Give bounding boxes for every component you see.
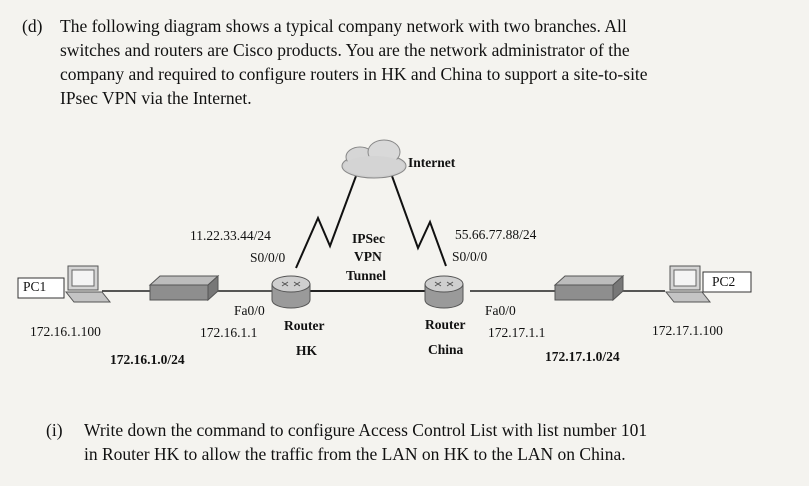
question-d-line-4: IPsec VPN via the Internet.	[60, 88, 252, 108]
tunnel-label-1: IPSec	[352, 231, 385, 246]
hk-fa-port: Fa0/0	[234, 303, 265, 318]
question-i-line-2: in Router HK to allow the traffic from t…	[84, 444, 626, 464]
tunnel-label-2: VPN	[354, 249, 382, 264]
question-d-number: (d)	[22, 16, 43, 36]
pc1-label: PC1	[23, 279, 47, 294]
switch-china-icon	[553, 274, 625, 302]
pc2-ip: 172.17.1.100	[652, 323, 723, 338]
pc2-label-box	[702, 271, 752, 293]
internet-cloud-icon	[341, 139, 407, 179]
pc2-icon	[664, 265, 712, 303]
hk-gateway-ip: 172.16.1.1	[200, 325, 258, 340]
question-i-number: (i)	[46, 420, 63, 440]
china-gateway-ip: 172.17.1.1	[488, 325, 546, 340]
router-hk-label-2: HK	[296, 343, 318, 358]
question-i-line-1: Write down the command to configure Acce…	[84, 420, 648, 440]
router-china-label-2: China	[428, 342, 464, 357]
china-wan-ip: 55.66.77.88/24	[455, 227, 537, 242]
router-hk-icon	[271, 275, 311, 309]
switch-hk-icon	[148, 274, 220, 302]
pc1-ip: 172.16.1.100	[30, 324, 101, 339]
pc2-label: PC2	[712, 274, 736, 289]
china-wan-link	[391, 175, 447, 267]
china-serial-port: S0/0/0	[452, 249, 488, 264]
pc1-label-box	[17, 277, 65, 299]
router-china-label-1: Router	[425, 317, 466, 332]
hk-serial-port: S0/0/0	[250, 250, 286, 265]
china-fa-port: Fa0/0	[485, 303, 516, 318]
question-d-line-3: company and required to configure router…	[60, 64, 648, 84]
hk-wan-ip: 11.22.33.44/24	[190, 228, 271, 243]
pc1-icon	[64, 265, 112, 303]
router-hk-label-1: Router	[284, 318, 325, 333]
china-lan-subnet: 172.17.1.0/24	[545, 349, 620, 364]
internet-label: Internet	[408, 155, 456, 170]
hk-lan-subnet: 172.16.1.0/24	[110, 352, 185, 367]
question-d-line-2: switches and routers are Cisco products.…	[60, 40, 630, 60]
question-d-line-1: The following diagram shows a typical co…	[60, 16, 627, 36]
tunnel-label-3: Tunnel	[346, 268, 387, 283]
router-china-icon	[424, 275, 464, 309]
hk-wan-link	[295, 175, 357, 269]
